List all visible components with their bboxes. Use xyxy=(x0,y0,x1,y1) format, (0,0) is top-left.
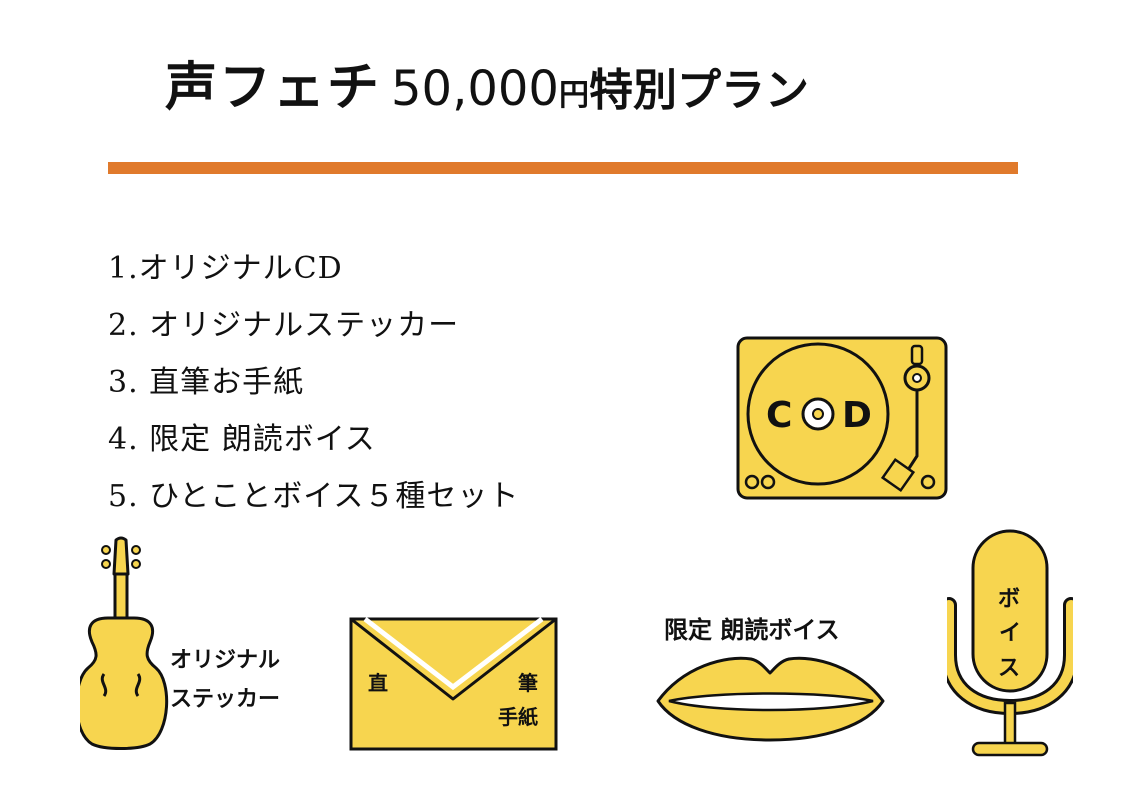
envelope-label-left: 直 xyxy=(368,671,388,695)
plan-item: 1.オリジナルCD xyxy=(108,251,343,286)
envelope-icon xyxy=(349,617,558,751)
lips-caption: 限定 朗読ボイス xyxy=(664,616,840,644)
lips-icon xyxy=(655,651,886,743)
plan-item-list: 1.オリジナルCD 2. オリジナルステッカー 3. 直筆お手紙 4. 限定 朗… xyxy=(108,240,519,525)
violin-label-line2: ステッカー xyxy=(170,687,281,712)
title-underline xyxy=(108,162,1018,174)
plan-item: 2. オリジナルステッカー xyxy=(108,308,460,343)
microphone-icon xyxy=(941,527,1079,759)
mic-label-line1: ボ xyxy=(998,587,1021,612)
turntable-label-right: D xyxy=(842,395,872,436)
plan-item: 5. ひとことボイス５種セット xyxy=(108,479,520,514)
title-price: 50,000 xyxy=(391,61,559,117)
title-plan: 特別プラン xyxy=(588,65,809,116)
mic-label-line2: イ xyxy=(999,621,1022,646)
violin-icon xyxy=(75,536,170,751)
mic-label-line3: ス xyxy=(998,656,1021,681)
title-yen: 円 xyxy=(558,78,589,113)
envelope-label-bottom: 手紙 xyxy=(498,705,538,729)
plan-item: 3. 直筆お手紙 xyxy=(108,365,305,400)
turntable-icon xyxy=(736,336,948,500)
plan-item: 4. 限定 朗読ボイス xyxy=(108,422,376,457)
turntable-label-left: C xyxy=(766,395,793,436)
title-main: 声フェチ xyxy=(165,58,382,118)
envelope-label-right: 筆 xyxy=(518,671,538,695)
violin-label-line1: オリジナル xyxy=(170,648,281,673)
